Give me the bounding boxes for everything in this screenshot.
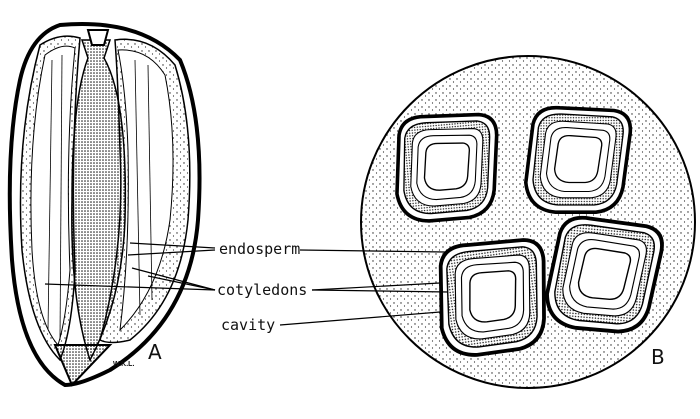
fruit-cross-section (360, 55, 696, 389)
figure-label-b: B (651, 345, 665, 369)
artist-signature: W.K.L. (113, 361, 135, 368)
label-cotyledons: cotyledons (217, 281, 308, 299)
leader-lines (44, 242, 449, 326)
figure-label-a: A (148, 340, 162, 364)
seed-longitudinal-section (7, 22, 202, 388)
label-cavity: cavity (221, 316, 276, 334)
label-endosperm: endosperm (219, 240, 301, 258)
